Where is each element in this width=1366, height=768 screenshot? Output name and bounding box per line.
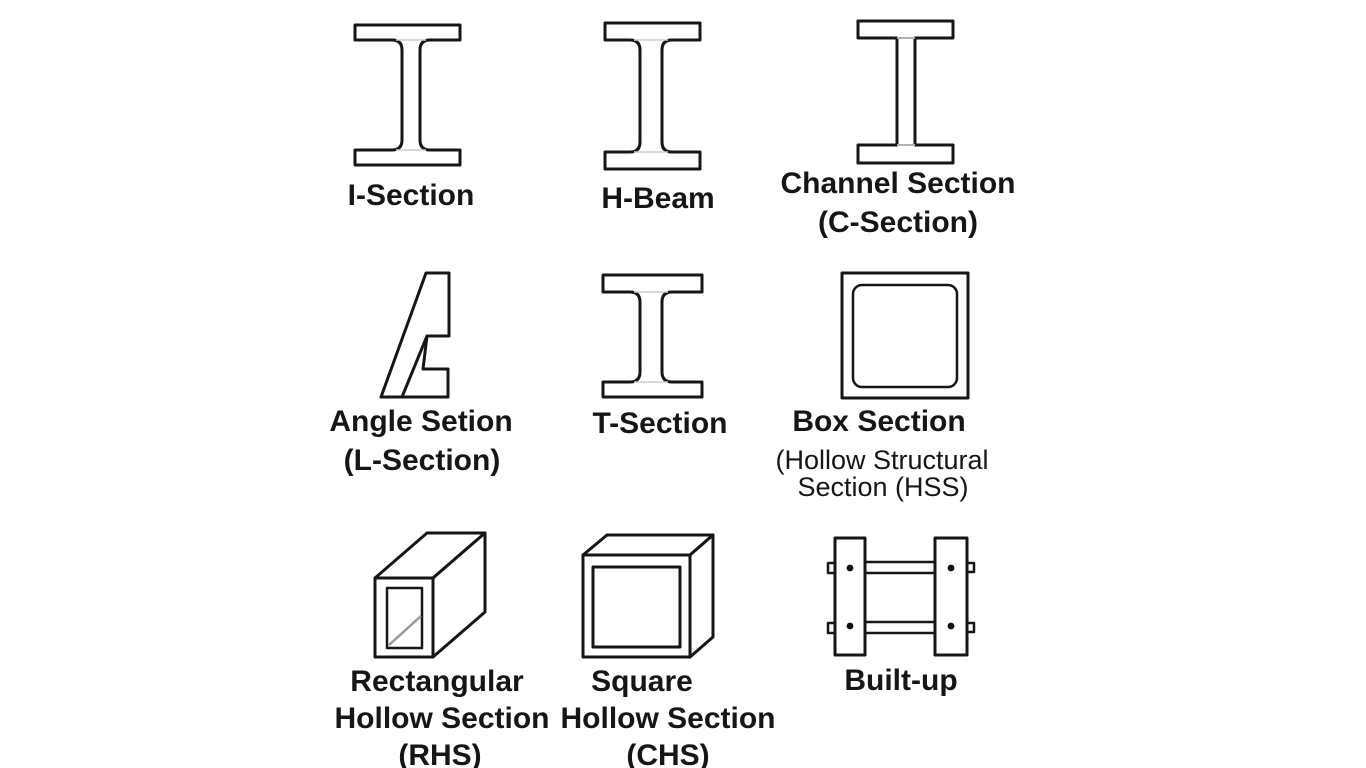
shs-label-1: Square: [591, 665, 693, 698]
rectangular-hollow-section-icon: [373, 531, 487, 659]
rhs-label-2: Hollow Section: [334, 702, 550, 735]
built-up-icon: [826, 536, 976, 657]
built-up-label: Built-up: [844, 664, 958, 697]
box-section-icon: [840, 271, 970, 400]
channel-section-sublabel: (C-Section): [818, 206, 978, 239]
t-section-icon: [601, 273, 704, 399]
box-section-sublabel-2: Section (HSS): [797, 472, 969, 502]
i-section-icon: [353, 23, 462, 167]
channel-section-label: Channel Section: [780, 167, 1016, 200]
t-section-label: T-Section: [592, 407, 728, 440]
shs-label-3: (CHS): [626, 739, 710, 768]
angle-section-label: Angle Setion: [329, 405, 513, 438]
box-section-label: Box Section: [792, 405, 966, 438]
channel-section-icon: [856, 19, 955, 165]
angle-section-icon: [379, 271, 451, 399]
angle-section-sublabel: (L-Section): [343, 444, 501, 477]
square-hollow-section-icon: [581, 533, 715, 659]
shs-label-2: Hollow Section: [560, 702, 776, 735]
h-beam-label: H-Beam: [601, 182, 715, 215]
i-section-label: I-Section: [347, 179, 475, 212]
rhs-label-3: (RHS): [398, 739, 482, 768]
rhs-label-1: Rectangular: [350, 665, 524, 698]
h-beam-icon: [603, 21, 702, 171]
box-section-sublabel-1: (Hollow Structural: [775, 445, 989, 475]
